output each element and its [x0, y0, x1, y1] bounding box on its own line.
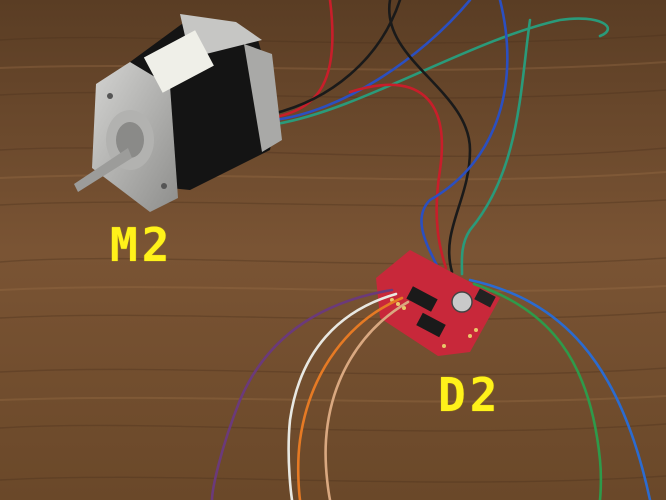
motor-label-m2: M2	[110, 218, 174, 272]
driver-board	[376, 250, 500, 356]
wood-grain	[0, 34, 666, 483]
stepper-motor	[74, 14, 282, 212]
board-input-wires	[348, 0, 532, 276]
driver-label-d2: D2	[438, 368, 502, 422]
board-output-wires	[210, 278, 652, 500]
